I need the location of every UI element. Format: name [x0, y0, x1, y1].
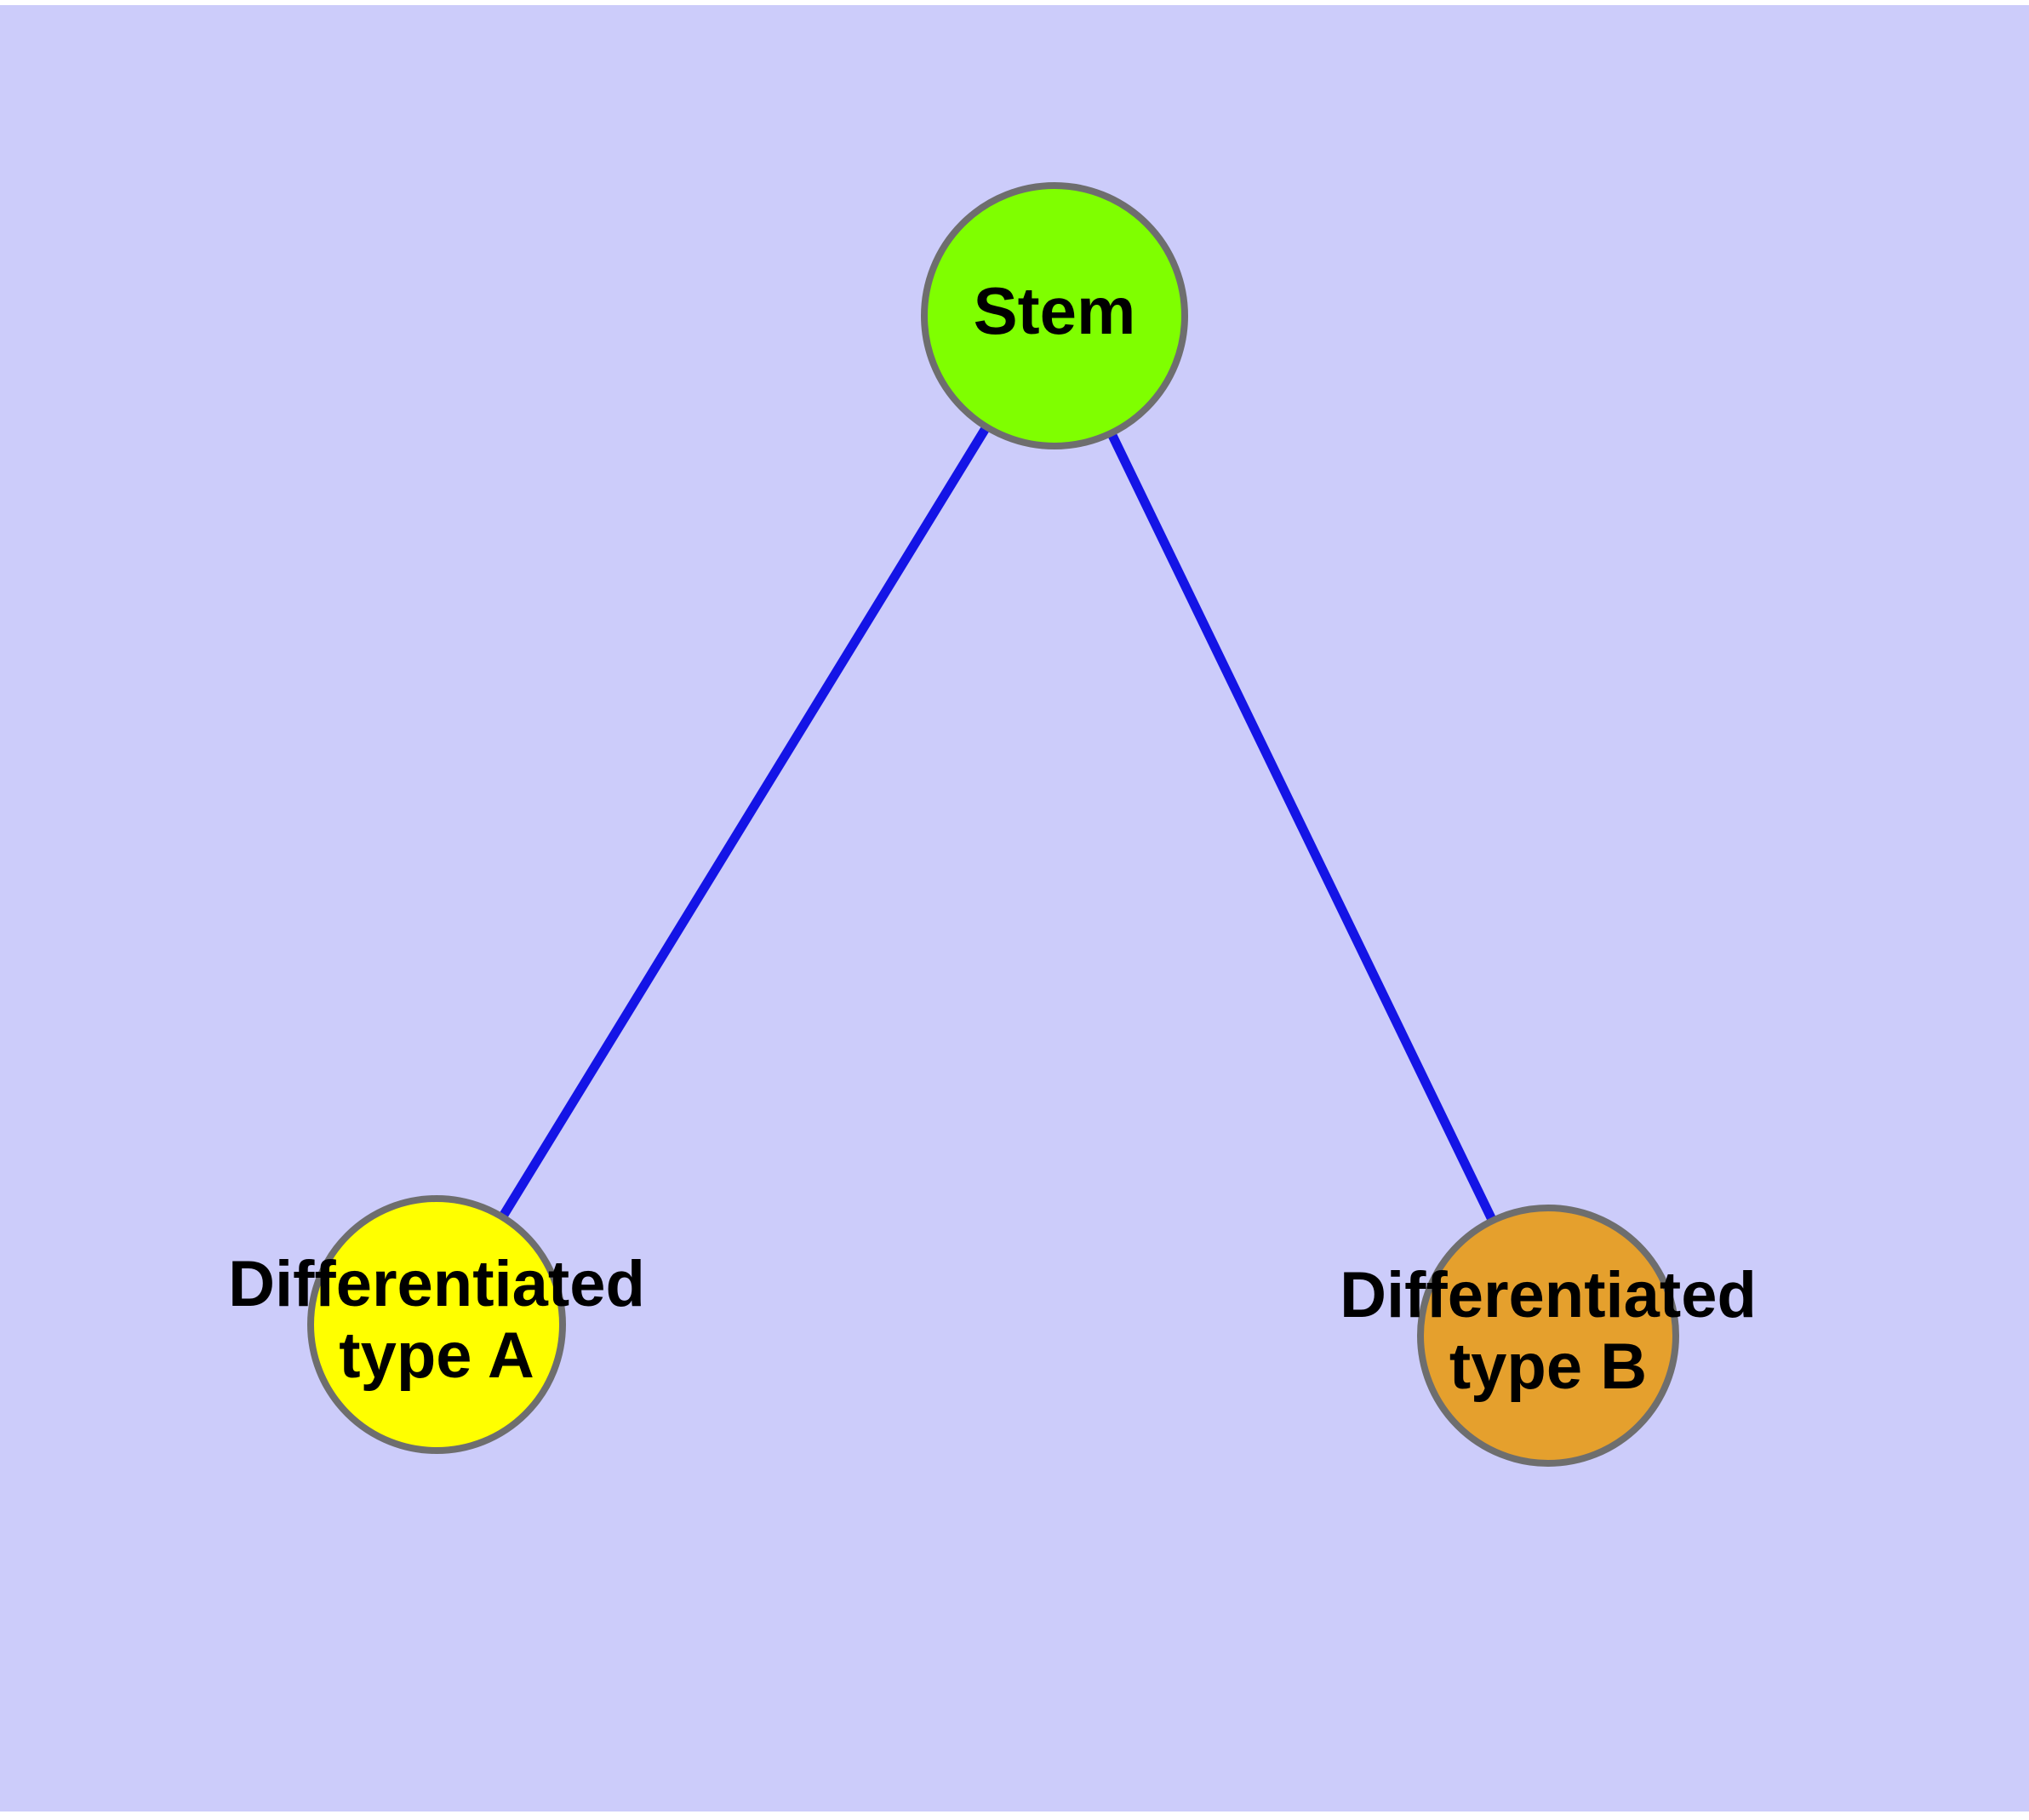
node-label-line: type B	[1449, 1331, 1647, 1403]
node-label-line: Stem	[974, 273, 1136, 348]
node-stem[interactable]	[921, 182, 1188, 449]
edge-stem-diff-a[interactable]	[432, 313, 1059, 1327]
edges-layer	[432, 313, 1552, 1338]
node-label-line: Differentiated	[1340, 1259, 1757, 1331]
node-label-line: Differentiated	[228, 1248, 645, 1320]
edge-stem-diff-b[interactable]	[1050, 313, 1552, 1338]
node-diff_a[interactable]	[307, 1195, 566, 1454]
node-label-line: type A	[339, 1319, 534, 1392]
node-diff_b[interactable]	[1417, 1205, 1679, 1467]
nodes-layer	[307, 182, 1679, 1467]
node-label-stem: Stem	[974, 273, 1136, 348]
